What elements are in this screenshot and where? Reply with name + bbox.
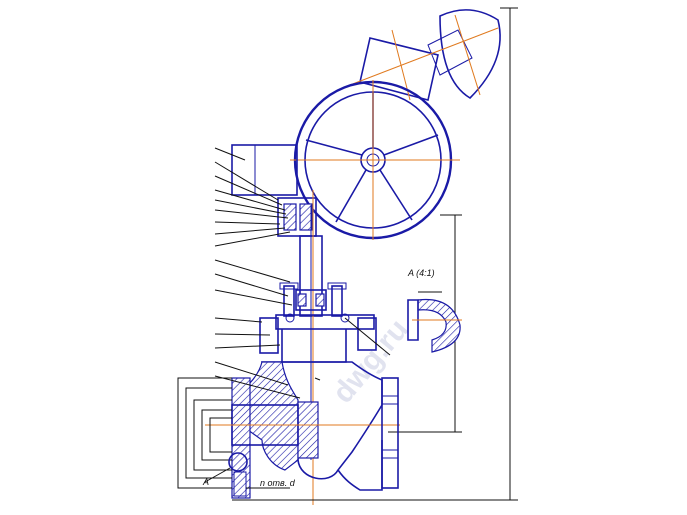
- drive-motor: [349, 9, 501, 101]
- gearbox: [231, 144, 317, 237]
- detail-marker-circle: [228, 452, 248, 472]
- detail-view: A (4:1): [407, 268, 462, 353]
- detail-view-title: A (4:1): [407, 268, 435, 278]
- bonnet: [259, 282, 377, 363]
- handwheel: [290, 80, 460, 240]
- detail-marker-label: A: [202, 477, 209, 487]
- outlet-flange: [381, 377, 399, 489]
- part-leaders: [214, 147, 391, 399]
- bolt-hole-note: n отв. d: [233, 471, 296, 497]
- valve-body: [247, 361, 383, 491]
- hole-note-label: n отв. d: [260, 478, 296, 488]
- flange-dimensions: [177, 377, 232, 489]
